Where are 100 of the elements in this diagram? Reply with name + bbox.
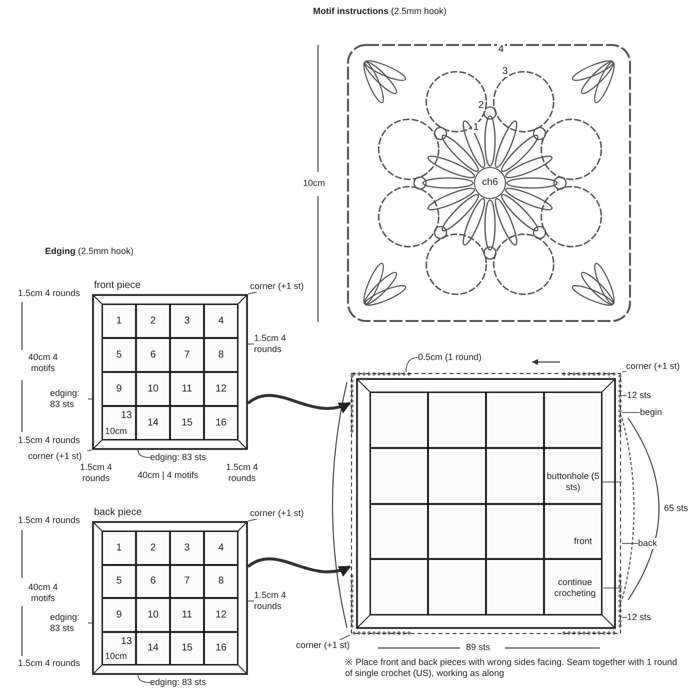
grid-cell [136,338,170,372]
grid-cell [204,632,238,665]
round-number: 1 [472,122,480,133]
cell-number: 13 [120,636,132,646]
grid-cell [486,504,544,560]
grid-cell [544,559,602,615]
grid-cell [102,338,136,372]
cell-number: 8 [217,350,225,360]
section-heading: Motif instructions (2.5mm hook) [313,6,448,17]
grid-cell [428,504,486,560]
leader-line [138,450,150,458]
grid-cell [486,448,544,504]
cell-number: 12 [214,384,228,394]
grid-cell [102,406,136,440]
grid-cell [102,564,136,598]
leader-line [622,395,628,396]
cell-number: 7 [183,576,191,587]
grid-cell [428,559,486,615]
leader-line [248,292,258,294]
cell-number: 10 [146,384,160,394]
cell-number: 2 [149,316,157,326]
part-label: front [574,536,594,547]
cell-number: 15 [180,642,194,654]
cell-number: 9 [115,384,123,394]
grid-cell [486,392,544,448]
grid-cell [204,406,238,440]
leader-line [406,357,418,372]
grid-cell [204,372,238,406]
piece-title: front piece [94,280,141,291]
leader-line [339,634,350,640]
dimension-label: 10cm [105,651,128,661]
leader-line [622,543,638,544]
round-number: 3 [501,66,509,77]
stitch-count: 89 sts [466,642,492,653]
grid-cell [486,559,544,615]
cell-number: 16 [214,418,228,428]
chain-ring: ch6 [474,167,506,199]
leader-line [86,450,92,452]
cell-number: 10 [146,609,160,620]
grid-cell [102,531,136,564]
callout-label: corner (+1 st) [28,451,92,462]
cell-number: 14 [146,418,160,428]
cell-number: 6 [149,350,157,360]
cell-number: 9 [115,609,123,620]
grid-cell [136,304,170,338]
grid-cell [204,304,238,338]
cell-number: 7 [183,350,191,360]
grid-cell [136,598,170,632]
leader-line [622,412,640,413]
cell-number: 11 [180,384,194,394]
cell-number: 14 [146,642,160,654]
grid-cell [370,392,428,448]
grid-cell [170,372,204,406]
grid-cell [428,392,486,448]
grid-cell [544,504,602,560]
grid-cell [102,372,136,406]
cell-number: 12 [214,609,228,620]
leader-line [138,674,150,683]
cell-number: 16 [214,642,228,654]
cell-number: 6 [149,576,157,587]
grid-cell [370,448,428,504]
grid-cell [102,304,136,338]
grid-cell [204,338,238,372]
callout-label: buttonhole (5 sts) [545,471,601,493]
grid-cell [170,598,204,632]
leader-line [248,518,258,522]
round-number: 4 [497,44,505,55]
cell-number: 4 [217,316,225,326]
cell-number: 1 [115,316,123,326]
grid-cell [170,531,204,564]
cell-number: 5 [115,576,123,587]
grid-cell [204,564,238,598]
grid-cell [102,632,136,665]
leader-line [88,398,92,400]
cell-number: 8 [217,576,225,587]
grid-cell [370,504,428,560]
cell-number: 2 [149,542,157,554]
cell-number: 13 [120,410,132,421]
grid-cell [170,406,204,440]
grid-cell [544,392,602,448]
cell-number: 4 [217,542,225,554]
section-heading: Edging (2.5mm hook) [45,246,135,257]
leader-line [248,600,254,602]
cell-number: 1 [115,542,123,554]
grid-cell [204,531,238,564]
dimension-label: 10cm [105,426,128,436]
cell-number: 15 [180,418,194,428]
grid-cell [170,338,204,372]
leader-line [622,617,628,618]
grid-cell [170,632,204,665]
grid-cell [428,448,486,504]
stitch-count: 65 sts [664,503,690,514]
cell-number: 3 [183,316,191,326]
grid-cell [136,406,170,440]
grid-cell [544,448,602,504]
grid-cell [170,564,204,598]
piece-title: back piece [94,507,142,518]
callout-label: continue crocheting [547,577,603,599]
leader-line [88,622,92,624]
grid-cell [136,564,170,598]
